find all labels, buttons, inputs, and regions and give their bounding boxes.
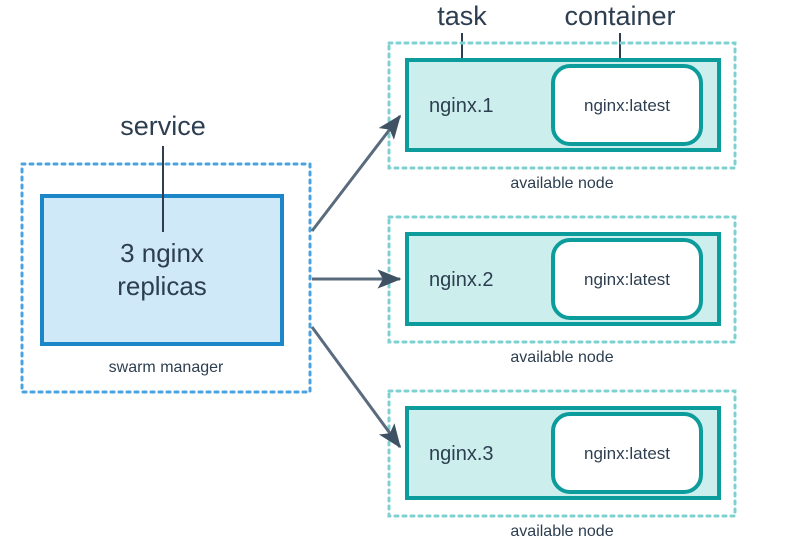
node-caption-3: available node <box>510 523 613 540</box>
task-label-1: nginx.1 <box>429 95 494 117</box>
available-node-1: nginx.1 nginx:latest available node <box>387 41 737 192</box>
container-label-1: nginx:latest <box>584 96 670 115</box>
available-node-3: nginx.3 nginx:latest available node <box>387 389 737 540</box>
task-label-2: nginx.2 <box>429 269 494 291</box>
arrow-group <box>310 114 402 449</box>
container-annotation: container <box>564 1 676 86</box>
annotation-label-service: service <box>120 111 206 141</box>
swarm-manager-boundary <box>20 162 312 394</box>
arrow-manager-to-node-1 <box>310 114 402 232</box>
node-caption-1: available node <box>510 175 613 192</box>
swarm-manager-caption: swarm manager <box>109 359 224 376</box>
node-boundary-1 <box>387 41 737 170</box>
annotation-label-container: container <box>564 1 675 31</box>
container-box-3[interactable] <box>551 412 703 494</box>
swarm-manager-group: 3 nginx replicas swarm manager <box>20 162 312 394</box>
container-label-3: nginx:latest <box>584 444 670 463</box>
annotation-label-task: task <box>437 1 487 31</box>
service-box-label-line1: 3 nginx <box>120 238 204 268</box>
container-label-2: nginx:latest <box>584 270 670 289</box>
container-box-1[interactable] <box>551 64 703 146</box>
container-box-2[interactable] <box>551 238 703 320</box>
arrow-manager-to-node-3 <box>310 326 402 449</box>
service-annotation: service <box>120 111 206 232</box>
available-node-2: nginx.2 nginx:latest available node <box>387 215 737 366</box>
service-box-label-line2: replicas <box>117 271 207 301</box>
task-label-3: nginx.3 <box>429 443 494 465</box>
node-boundary-3 <box>387 389 737 518</box>
node-caption-2: available node <box>510 349 613 366</box>
